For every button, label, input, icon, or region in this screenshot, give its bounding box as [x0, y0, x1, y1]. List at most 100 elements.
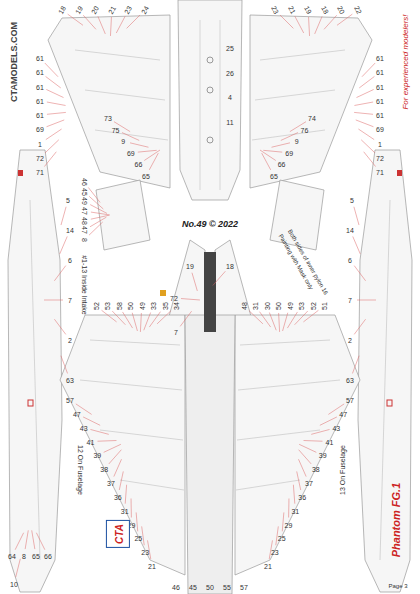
leader-line [278, 313, 280, 332]
leader-line [116, 16, 125, 33]
callout-number: 45 [81, 188, 88, 196]
leader-line [44, 152, 56, 167]
callout-number: 10 [10, 581, 18, 588]
fuselage-underside [178, 0, 242, 200]
leader-line [36, 533, 44, 550]
leader-line [25, 530, 28, 549]
callout-number: 43 [332, 424, 340, 431]
leader-line [83, 15, 96, 29]
leader-line [269, 313, 276, 331]
leader-line [354, 319, 365, 334]
callout-number: 8 [22, 553, 26, 560]
callout-number: 45 [189, 584, 197, 591]
leader-line [320, 417, 337, 425]
leader-line [283, 313, 288, 331]
callout-number: 69 [376, 126, 384, 133]
callout-number: 55 [223, 584, 231, 591]
leader-line [104, 444, 121, 452]
panel-lines [80, 340, 184, 490]
leader-line [125, 485, 126, 504]
leader-line [361, 140, 375, 153]
callout-number: 4 [228, 94, 232, 101]
callout-number: 8 [81, 238, 88, 242]
leader-line [45, 140, 59, 153]
callout-number: 61 [36, 83, 44, 90]
leader-line [90, 429, 108, 434]
leader-line [127, 15, 140, 28]
callout-number: 53 [298, 302, 305, 310]
leader-line [280, 15, 293, 28]
leader-line [144, 150, 160, 161]
callout-number: 51 [321, 302, 328, 310]
leader-line [114, 459, 122, 476]
callout-number: 58 [115, 302, 122, 310]
callout-number: 33 [150, 302, 157, 310]
callout-number: 63 [66, 377, 74, 384]
callout-number: 39 [319, 452, 327, 459]
leader-line [303, 310, 318, 322]
logo-text: CTA [114, 524, 125, 544]
leader-line [60, 236, 67, 253]
leader-line [297, 471, 301, 490]
callout-number: 73 [104, 115, 112, 122]
leader-line [90, 217, 106, 227]
note-text: No.49 © 2022 [182, 220, 238, 229]
panel-lines [75, 50, 168, 140]
callout-number: 72 [36, 154, 44, 161]
leader-line [54, 319, 65, 334]
callout-number: 61 [36, 69, 44, 76]
leader-line [47, 102, 66, 105]
callout-number: 69 [36, 126, 44, 133]
callout-number: 57 [66, 397, 74, 404]
leader-line [308, 17, 310, 36]
leader-line [287, 312, 297, 328]
callout-number: 31 [291, 507, 299, 514]
leader-line [354, 102, 373, 105]
callout-number: 26 [226, 69, 234, 76]
callout-number: 20 [336, 5, 346, 15]
callout-number: 63 [346, 377, 354, 384]
leader-line [61, 356, 68, 374]
leader-line [89, 222, 103, 235]
leader-line [359, 76, 374, 87]
leader-line [358, 129, 374, 140]
callout-number: 61 [36, 55, 44, 62]
callout-number: 39 [93, 452, 101, 459]
callout-number: 29 [285, 521, 293, 528]
leader-line [364, 152, 376, 167]
callout-number: 75 [112, 126, 120, 133]
leader-line [68, 14, 83, 25]
lower-wing-right [235, 315, 360, 575]
leader-line [110, 17, 112, 36]
callout-number: 23 [123, 5, 133, 15]
callout-number: 50 [127, 302, 134, 310]
callout-number: 21 [287, 5, 297, 15]
callout-number: 61 [376, 83, 384, 90]
leader-line [299, 450, 312, 464]
leader-line [97, 440, 116, 442]
callout-number: 14 [346, 227, 354, 234]
callout-number: 47 [81, 226, 88, 234]
callout-number: 36 [114, 493, 122, 500]
callout-number: 18 [57, 5, 67, 15]
leader-line [315, 16, 322, 33]
leader-line [288, 499, 289, 518]
callout-number: 52 [309, 302, 316, 310]
lower-fuselage [185, 315, 235, 594]
callout-number: 1 [38, 140, 42, 147]
callout-number: 19 [303, 5, 313, 15]
callout-number: 52 [93, 302, 100, 310]
leader-line [272, 143, 290, 147]
leader-line [15, 533, 23, 550]
callout-number: 57 [240, 584, 248, 591]
leader-line [136, 512, 138, 531]
leader-line [295, 311, 308, 325]
callout-number: 34 [173, 302, 180, 310]
callout-number: 71 [36, 169, 44, 176]
callout-number: 69 [127, 149, 135, 156]
leader-line [362, 63, 375, 77]
callout-number: 49 [81, 197, 88, 205]
leader-line [47, 120, 65, 127]
callout-number: 61 [376, 69, 384, 76]
